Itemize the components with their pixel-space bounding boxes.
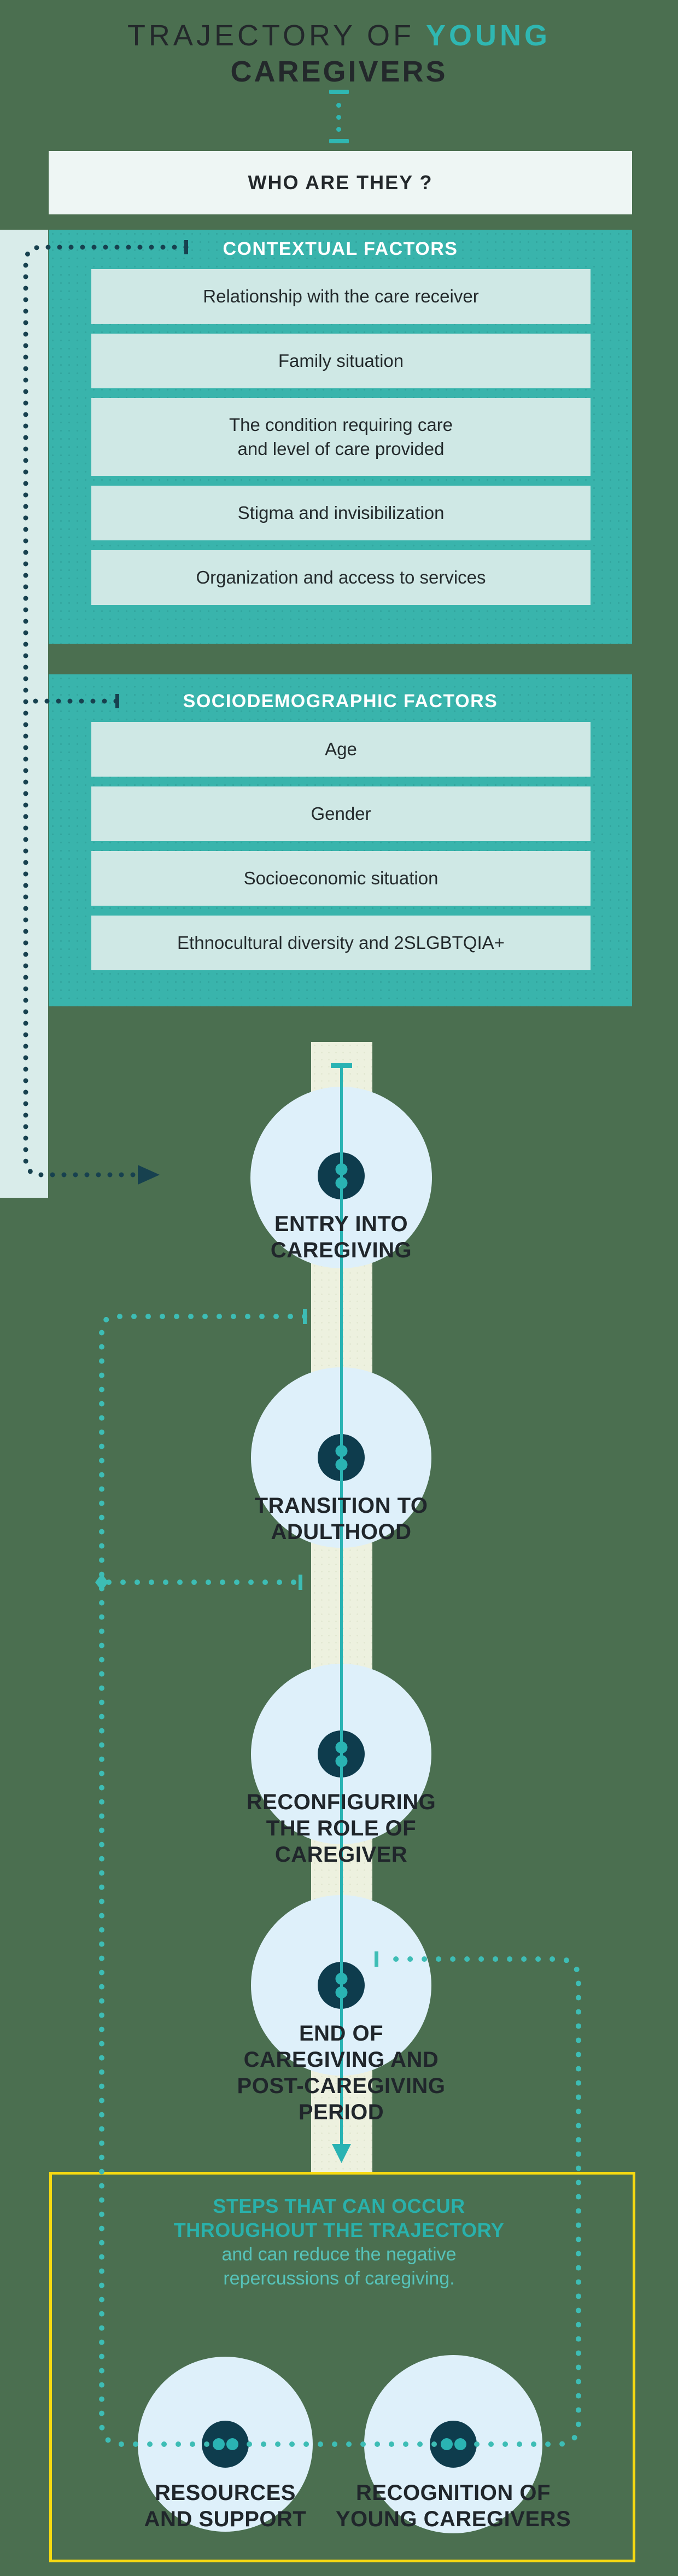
timeline-label-line: RECONFIGURING	[246, 1790, 436, 1814]
contextual-item-text: Family situation	[278, 351, 404, 371]
sociodemographic-item-ethnocultural: Ethnocultural diversity and 2SLGBTQIA+	[91, 916, 591, 970]
bottom-label-line: AND SUPPORT	[144, 2507, 307, 2531]
timeline-node-reconfiguring-icon	[318, 1730, 365, 1777]
contextual-item-family-situation: Family situation	[91, 334, 591, 388]
contextual-item-text: Organization and access to services	[196, 567, 486, 587]
steps-text: STEPS THAT CAN OCCUR THROUGHOUT THE TRAJ…	[120, 2194, 558, 2291]
bottom-label-recognition: RECOGNITION OF YOUNG CAREGIVERS	[300, 2480, 606, 2532]
connector-dot-icon	[336, 103, 341, 108]
sociodemographic-item-text: Age	[325, 739, 357, 759]
contextual-item-condition: The condition requiring care and level o…	[91, 398, 591, 476]
terminator-bar-icon	[299, 1575, 302, 1590]
sociodemographic-item-age: Age	[91, 722, 591, 777]
steps-light-line: repercussions of caregiving.	[223, 2268, 455, 2289]
timeline-label-transition: TRANSITION TO ADULTHOOD	[188, 1493, 494, 1545]
timeline-label-line: ADULTHOOD	[271, 1520, 412, 1544]
page-title-line2: CAREGIVERS	[230, 55, 448, 88]
timeline-node-transition-icon	[318, 1434, 365, 1481]
who-are-they-box: WHO ARE THEY ?	[49, 151, 632, 214]
bottom-label-line: RECOGNITION OF	[356, 2481, 551, 2505]
timeline-label-line: CAREGIVING AND	[243, 2048, 439, 2072]
contextual-item-text: The condition requiring care	[229, 415, 453, 435]
left-connector-band	[0, 230, 48, 1198]
sociodemographic-item-text: Socioeconomic situation	[243, 868, 439, 888]
bottom-label-line: RESOURCES	[155, 2481, 296, 2505]
arrowhead-right-icon	[138, 1165, 160, 1185]
connector-dot-icon	[336, 115, 341, 120]
timeline-node-end-icon	[318, 1962, 365, 2009]
sociodemographic-factors-header: SOCIODEMOGRAPHIC FACTORS	[183, 691, 498, 712]
contextual-factors-header: CONTEXTUAL FACTORS	[223, 238, 458, 259]
page-title-accent: YOUNG	[426, 19, 551, 52]
contextual-item-text: Stigma and invisibilization	[237, 503, 445, 523]
bottom-label-line: YOUNG CAREGIVERS	[335, 2507, 571, 2531]
contextual-item-stigma: Stigma and invisibilization	[91, 486, 591, 540]
contextual-item-text: Relationship with the care receiver	[203, 286, 479, 306]
terminator-bar-icon	[303, 1309, 307, 1324]
contextual-item-relationship: Relationship with the care receiver	[91, 269, 591, 324]
timeline-label-line: END OF	[299, 2021, 384, 2045]
timeline-label-line: ENTRY INTO	[274, 1212, 408, 1236]
timeline-label-entry: ENTRY INTO CAREGIVING	[188, 1211, 494, 1263]
diamond-icon	[95, 1573, 108, 1591]
contextual-item-text: and level of care provided	[237, 439, 445, 459]
timeline-label-line: PERIOD	[298, 2100, 384, 2124]
timeline-label-end: END OF CAREGIVING AND POST-CAREGIVING PE…	[188, 2020, 494, 2125]
sociodemographic-item-gender: Gender	[91, 786, 591, 841]
timeline-label-reconfiguring: RECONFIGURING THE ROLE OF CAREGIVER	[188, 1789, 494, 1868]
connector-dash-icon	[329, 139, 349, 143]
steps-light-line: and can reduce the negative	[221, 2244, 457, 2265]
page-title-line1: TRAJECTORY OF YOUNG	[0, 19, 678, 53]
bottom-node-recognition-icon	[430, 2421, 477, 2468]
sociodemographic-item-text: Ethnocultural diversity and 2SLGBTQIA+	[177, 933, 505, 953]
sociodemographic-item-socioeconomic: Socioeconomic situation	[91, 851, 591, 906]
timeline-node-entry-icon	[318, 1152, 365, 1199]
timeline-label-line: THE ROLE OF	[266, 1816, 417, 1840]
connector-dot-icon	[336, 127, 341, 132]
timeline-label-line: POST-CAREGIVING	[237, 2074, 446, 2098]
timeline-label-line: CAREGIVING	[270, 1238, 412, 1262]
steps-bold-line: STEPS THAT CAN OCCUR	[213, 2195, 465, 2217]
timeline-label-line: CAREGIVER	[274, 1843, 408, 1867]
bottom-label-resources: RESOURCES AND SUPPORT	[72, 2480, 378, 2532]
contextual-item-organization: Organization and access to services	[91, 550, 591, 605]
sociodemographic-item-text: Gender	[311, 803, 371, 824]
who-are-they-label: WHO ARE THEY ?	[248, 171, 433, 194]
connector-dash-icon	[329, 90, 349, 94]
page-title-plain: TRAJECTORY OF	[127, 19, 426, 52]
timeline-label-line: TRANSITION TO	[254, 1494, 428, 1518]
steps-bold-line: THROUGHOUT THE TRAJECTORY	[173, 2219, 505, 2241]
bottom-node-resources-icon	[202, 2421, 249, 2468]
